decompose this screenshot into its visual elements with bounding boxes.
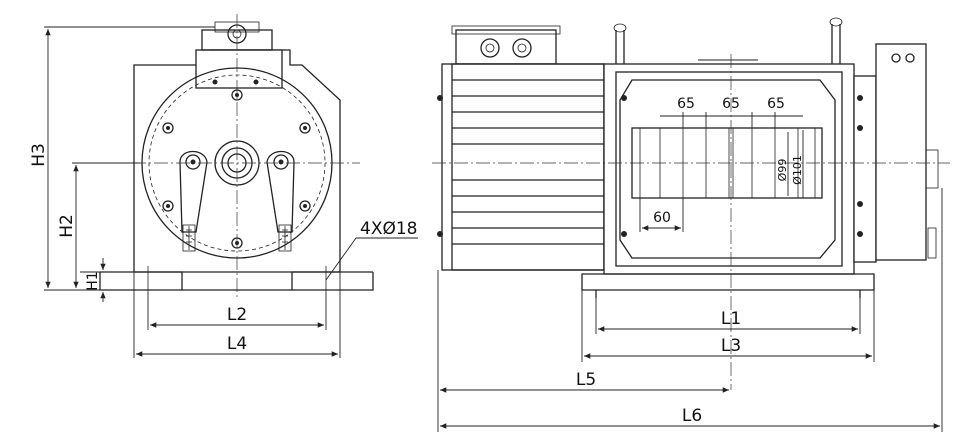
- dim-l2-label: L2: [227, 305, 247, 325]
- dim-groove-60: 60: [653, 210, 671, 226]
- encoder-housing: [875, 43, 927, 261]
- dim-groove-65-c: 65: [767, 96, 785, 112]
- dim-l6-label: L6: [682, 406, 702, 426]
- motor-body: [441, 63, 605, 271]
- brake-arm-right: [266, 150, 295, 233]
- brake-arm-left: [179, 150, 208, 233]
- side-base: [581, 273, 875, 291]
- dim-l3-label: L3: [721, 336, 741, 356]
- side-terminal-box: [455, 29, 557, 65]
- dim-h1-label: H1: [85, 271, 101, 290]
- dim-l4-label: L4: [227, 334, 247, 354]
- front-terminal-box: [195, 49, 283, 89]
- dim-groove-65-b: 65: [722, 96, 740, 112]
- dim-l1-label: L1: [721, 309, 741, 329]
- front-view: H3 H2 H1 L2 L4 4XØ18: [29, 14, 418, 358]
- dim-diameter-99: Ø99: [776, 159, 789, 182]
- side-view: 65 65 65 60 Ø99 Ø101 L1 L3 L5 L6: [432, 17, 950, 432]
- dim-h3-label: H3: [29, 143, 49, 167]
- dim-groove-65-a: 65: [677, 96, 695, 112]
- holes-callout: 4XØ18: [360, 219, 417, 239]
- dim-diameter-101: Ø101: [791, 155, 804, 185]
- face-bolts: [162, 89, 311, 249]
- front-base: [100, 271, 373, 291]
- cooling-fins: [452, 79, 604, 245]
- dim-l5-label: L5: [576, 370, 596, 390]
- dim-h2-label: H2: [57, 214, 77, 238]
